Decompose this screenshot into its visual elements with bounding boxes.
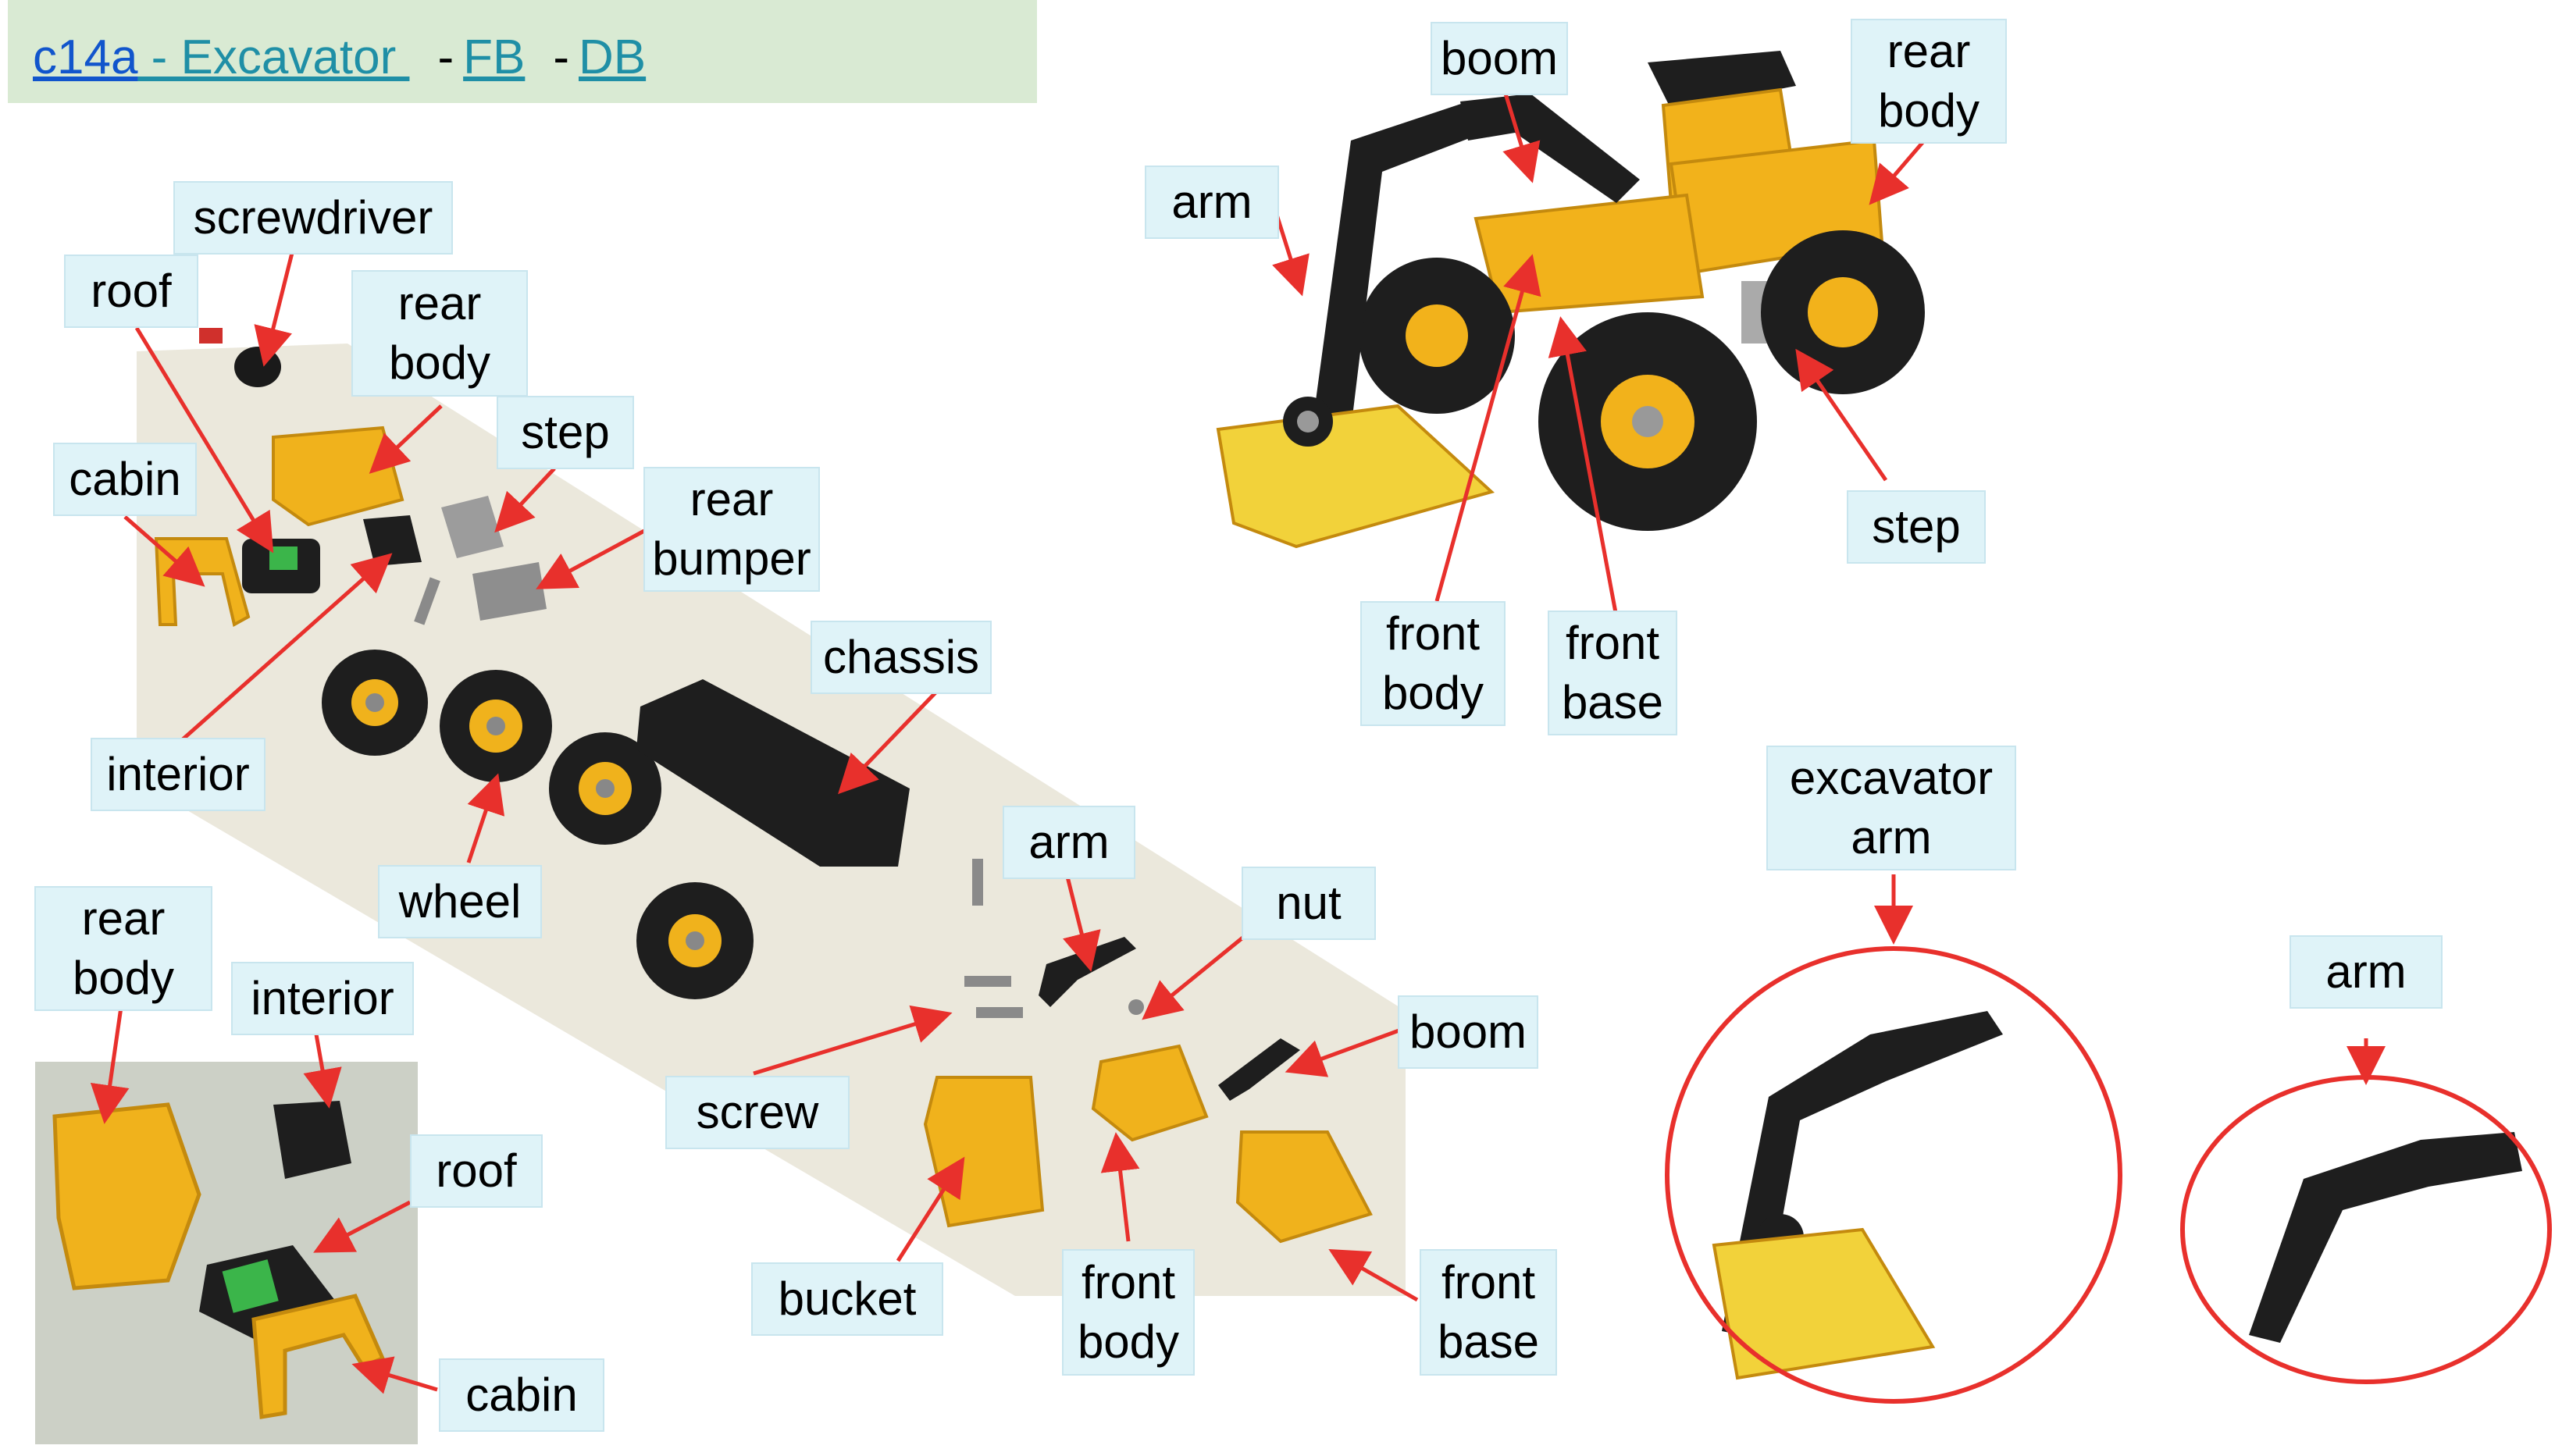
- label-assembled-boom: boom: [1431, 22, 1568, 95]
- label-excavator-arm: excavator arm: [1766, 746, 2016, 870]
- label-screwdriver: screwdriver: [173, 181, 453, 255]
- label-text: screwdriver: [193, 191, 433, 244]
- label-text: rear: [397, 277, 482, 329]
- label-text: bumper: [652, 532, 811, 585]
- label-interior: interior: [91, 738, 265, 811]
- label-text: interior: [251, 972, 394, 1024]
- label-text: cabin: [465, 1369, 578, 1421]
- excavator-arm-circle: [1665, 946, 2122, 1404]
- label-text: base: [1561, 676, 1664, 728]
- label-text: boom: [1440, 32, 1559, 84]
- wheels-part: [322, 650, 754, 999]
- label-assembled-rear-body: rear body: [1851, 19, 2007, 144]
- label-text: body: [72, 952, 175, 1004]
- label-text: body: [1381, 667, 1484, 719]
- label-text: step: [521, 406, 610, 458]
- label-text: cabin: [69, 453, 181, 505]
- label-step: step: [497, 396, 634, 469]
- label-cabin: cabin: [53, 443, 197, 516]
- label-inset-rear-body: rear body: [34, 886, 212, 1011]
- label-bucket: bucket: [751, 1262, 943, 1336]
- header-bar: c14a - Excavator -FB-DB: [8, 0, 1037, 103]
- label-text: roof: [436, 1145, 517, 1197]
- label-roof: roof: [64, 255, 198, 328]
- label-inset-interior: interior: [231, 962, 414, 1035]
- label-text: base: [1437, 1315, 1540, 1368]
- label-text: front: [1081, 1256, 1176, 1308]
- label-text: arm: [1028, 816, 1110, 868]
- label-text: roof: [91, 265, 172, 317]
- label-text: front: [1385, 607, 1481, 660]
- label-screw: screw: [665, 1076, 850, 1149]
- label-assembled-arm: arm: [1145, 166, 1279, 239]
- label-text: step: [1872, 500, 1961, 553]
- label-text: screw: [696, 1086, 819, 1138]
- arm-circle: [2180, 1075, 2552, 1384]
- label-front-body: front body: [1062, 1249, 1195, 1376]
- fb-link[interactable]: FB: [463, 30, 526, 84]
- label-text: rear: [690, 473, 774, 525]
- label-text: interior: [106, 748, 250, 800]
- label-text: excavator: [1789, 752, 1994, 804]
- label-text: body: [1077, 1315, 1180, 1368]
- separator: -: [437, 30, 454, 84]
- label-inset-cabin: cabin: [439, 1358, 604, 1432]
- arm-detail: [2249, 1132, 2522, 1343]
- label-text: chassis: [822, 631, 980, 683]
- label-assembled-front-base: front base: [1548, 611, 1677, 735]
- label-arm: arm: [1003, 806, 1135, 879]
- title-link[interactable]: - Excavator: [137, 30, 410, 84]
- chassis-part: [636, 679, 910, 867]
- label-text: wheel: [398, 875, 522, 927]
- label-assembled-step: step: [1847, 490, 1986, 564]
- label-nut: nut: [1242, 867, 1376, 940]
- label-text: bucket: [778, 1273, 917, 1325]
- label-text: arm: [2325, 945, 2407, 998]
- label-text: front: [1565, 617, 1660, 669]
- label-boom: boom: [1398, 995, 1538, 1069]
- label-text: arm: [1171, 176, 1253, 228]
- label-inset-roof: roof: [410, 1134, 543, 1208]
- code-link[interactable]: c14a: [33, 30, 138, 84]
- label-text: rear: [81, 892, 166, 945]
- label-text: nut: [1276, 877, 1342, 929]
- separator: -: [553, 30, 569, 84]
- label-text: front: [1441, 1256, 1536, 1308]
- label-rear-bumper: rear bumper: [643, 467, 820, 592]
- label-text: boom: [1409, 1006, 1527, 1058]
- label-text: body: [1877, 84, 1980, 137]
- label-front-base: front base: [1420, 1249, 1557, 1376]
- label-text: body: [388, 336, 491, 389]
- label-text: rear: [1887, 25, 1971, 77]
- label-chassis: chassis: [811, 621, 992, 694]
- db-link[interactable]: DB: [579, 30, 647, 84]
- label-assembled-front-body: front body: [1360, 601, 1506, 726]
- label-arm-detail: arm: [2290, 935, 2443, 1009]
- label-rear-body: rear body: [351, 270, 528, 397]
- label-text: arm: [1851, 811, 1932, 863]
- label-wheel: wheel: [378, 865, 542, 938]
